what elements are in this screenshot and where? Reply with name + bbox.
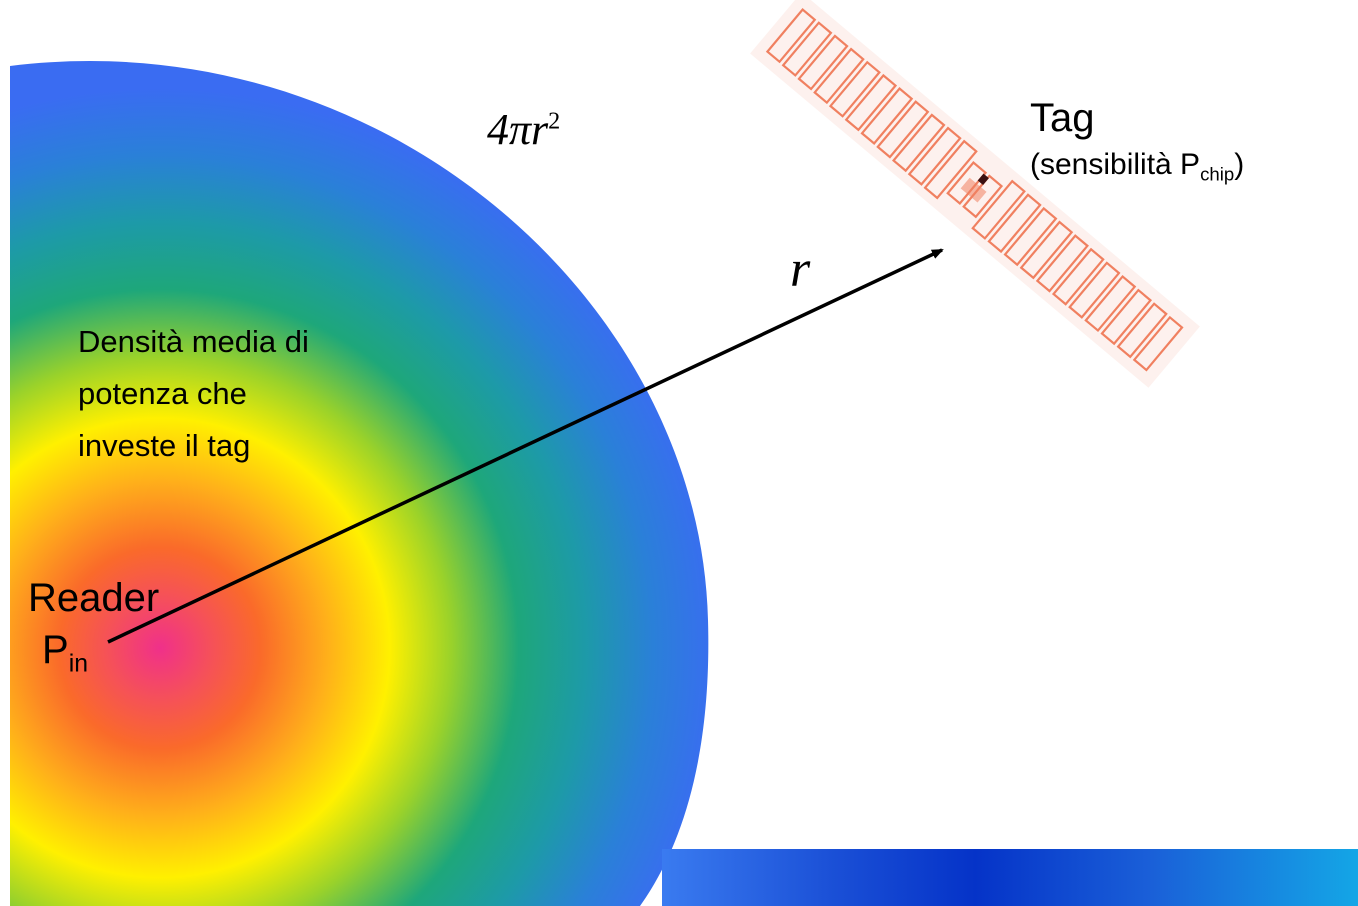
- tag-meander-loop: [907, 126, 962, 186]
- tag-meander-loop: [797, 34, 849, 91]
- tag-antenna: [750, 0, 1200, 388]
- tag-meander-loop: [844, 73, 898, 132]
- tag-meander-loop: [1068, 261, 1121, 319]
- tag-sensitivity-sub: chip: [1200, 163, 1235, 185]
- tag-title: Tag: [1030, 96, 1095, 140]
- tag-meander-loop: [1116, 302, 1168, 359]
- tag-meander-loop: [1051, 247, 1105, 306]
- tag-sensitivity: (sensibilità Pchip): [1030, 148, 1244, 186]
- tag-meander-loop: [1035, 234, 1089, 293]
- tag-sensitivity-prefix: (sensibilità P: [1030, 148, 1201, 181]
- footer-gradient-bar: [662, 849, 1358, 906]
- formula-pi: π: [509, 105, 532, 154]
- formula-coefficient: 4: [487, 105, 509, 154]
- tag-meander-loop: [1084, 274, 1137, 333]
- tag-meander-loop: [1132, 315, 1184, 372]
- density-text: Densità media di potenza che investe il …: [78, 316, 309, 472]
- tag-meander-loop: [1003, 206, 1058, 267]
- tag-sensitivity-suffix: ): [1234, 148, 1245, 181]
- tag-chip: [977, 173, 989, 186]
- reader-power-symbol: P: [42, 628, 69, 672]
- density-line-2: potenza che: [78, 376, 247, 411]
- tag-meander-loop: [923, 139, 978, 200]
- tag-meander-loop: [876, 100, 930, 159]
- distance-label: r: [790, 241, 811, 298]
- tag-meander-loop: [1100, 288, 1153, 346]
- formula-variable: r: [531, 105, 549, 154]
- formula-exponent: 2: [548, 107, 561, 135]
- radiation-sphere: [10, 61, 709, 906]
- tag-meander-loop: [971, 179, 1026, 240]
- tag-chip-pad: [960, 177, 987, 203]
- reader-power-subscript: in: [68, 650, 88, 678]
- area-formula: 4πr2: [487, 104, 560, 155]
- tag-meander-loop: [860, 87, 914, 146]
- tag-meander-loop: [987, 193, 1042, 254]
- density-line-1: Densità media di: [78, 324, 309, 359]
- distance-arrow: [107, 248, 944, 644]
- tag-meander-loop: [813, 47, 865, 105]
- tag-meander-loop: [828, 60, 881, 118]
- tag-meander-loop: [1019, 220, 1074, 280]
- density-line-3: investe il tag: [78, 428, 251, 463]
- reader-label: Reader: [28, 576, 160, 620]
- tag-meander-loop: [781, 21, 833, 77]
- tag-meander-loop: [891, 113, 946, 173]
- tag-meander-loop: [765, 8, 817, 64]
- reader-power: Pin: [42, 628, 88, 679]
